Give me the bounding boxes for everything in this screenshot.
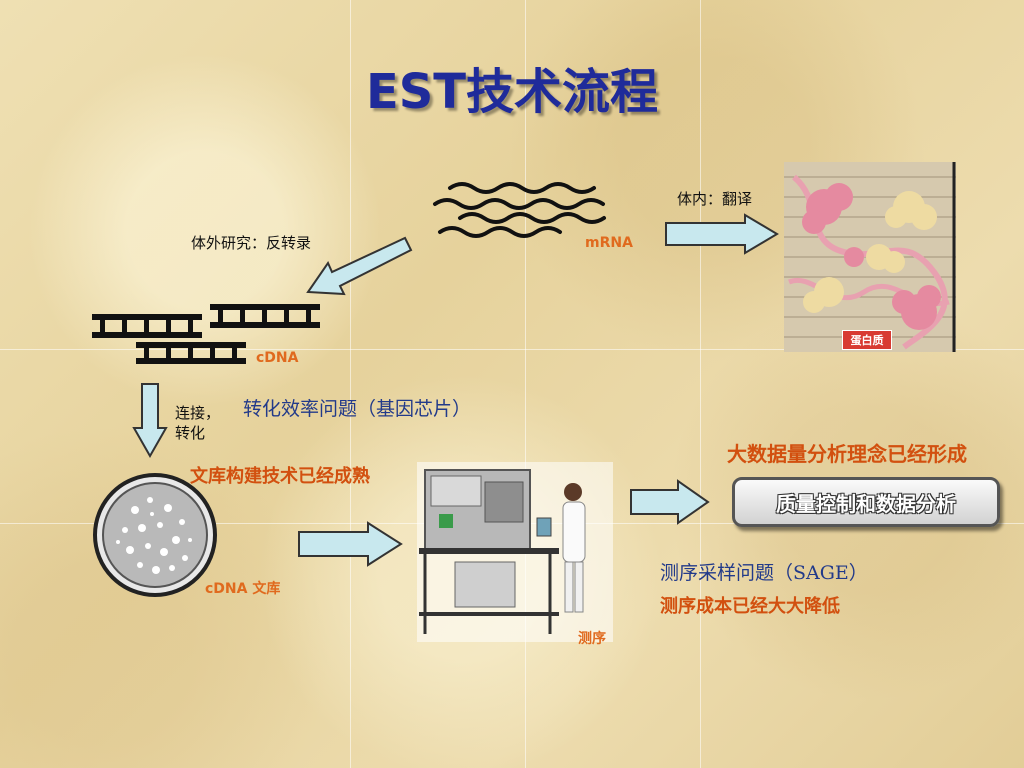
petri-dish-icon [93, 473, 217, 597]
grid-line [350, 0, 351, 768]
mrna-strands-icon [433, 182, 606, 238]
cdna-label: cDNA [256, 350, 299, 366]
quality-control-box: 质量控制和数据分析 [732, 477, 1000, 527]
grid-line [525, 0, 526, 768]
efficiency-problem-note: 转化效率问题（基因芯片） [243, 398, 472, 420]
arrow-to-analysis-icon [630, 479, 710, 525]
sequencer-machine-icon [417, 462, 613, 642]
library-mature-note: 文库构建技术已经成熟 [190, 466, 370, 487]
protein-structure-icon [784, 162, 956, 352]
big-data-note: 大数据量分析理念已经形成 [727, 442, 967, 466]
in-vivo-label: 体内：翻译 [677, 190, 753, 208]
cdna-ladder-icon [92, 304, 320, 364]
arrow-to-sequencer-icon [298, 521, 403, 567]
arrow-to-protein-icon [665, 213, 779, 255]
grid-line [0, 349, 1024, 350]
slide-title: EST技术流程 [365, 64, 659, 120]
sequencing-label: 测序 [578, 631, 606, 647]
ligation-label-line1: 连接， [175, 404, 221, 422]
arrow-reverse-transcription-icon [306, 236, 413, 296]
protein-label: 蛋白质 [842, 330, 892, 350]
ligation-label-line2: 转化 [175, 424, 206, 442]
mrna-label: mRNA [585, 235, 633, 251]
in-vitro-label: 体外研究：反转录 [191, 234, 312, 252]
cost-reduced-note: 测序成本已经大大降低 [660, 596, 840, 617]
grid-line [700, 0, 701, 768]
arrow-down-icon [132, 383, 168, 459]
cdna-library-label: cDNA 文库 [205, 581, 281, 597]
sampling-problem-note: 测序采样问题（SAGE） [660, 562, 868, 584]
